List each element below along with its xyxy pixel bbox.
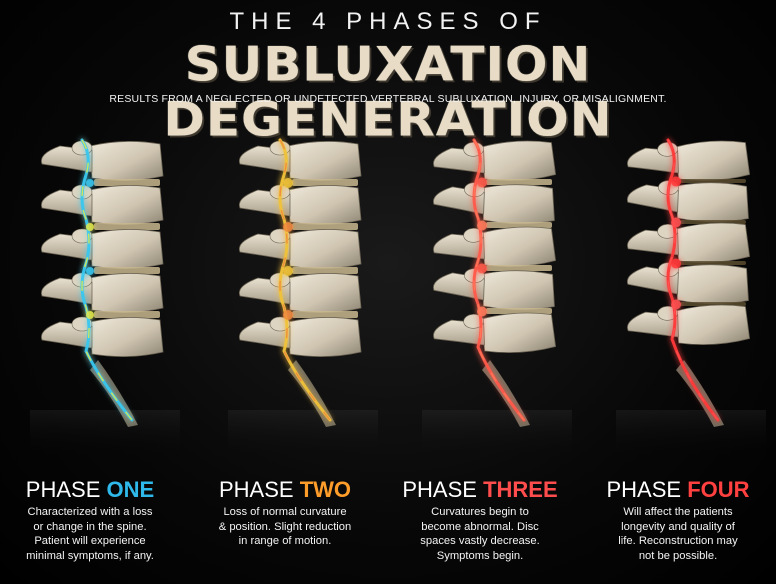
vertebra <box>239 316 362 357</box>
vertebra <box>239 140 362 181</box>
disc <box>94 311 160 318</box>
vertebra <box>433 182 555 225</box>
vertebra <box>41 228 164 269</box>
vertebra <box>433 226 556 267</box>
disc <box>292 223 358 230</box>
vertebra <box>627 304 750 345</box>
disc <box>292 179 358 186</box>
disc <box>680 261 746 265</box>
phase-two-desc-line: & position. Slight reduction <box>218 520 352 533</box>
phase-one-desc-line: Characterized with a loss <box>27 506 153 518</box>
phase-one-desc-line: Patient will experience <box>34 535 146 547</box>
phase-four-desc-line: life. Reconstruction may <box>618 535 738 547</box>
phase-two-description: Loss of normal curvature & position. Sli… <box>195 505 375 549</box>
spine-phase-two <box>228 138 378 460</box>
phase-one-heading: PHASE ONE <box>0 478 180 502</box>
phase-four-desc-line: not be possible. <box>638 549 718 562</box>
nerve-glow <box>472 138 526 422</box>
phase-two-heading: PHASE TWO <box>195 478 375 502</box>
phase-two-word: TWO <box>299 477 352 502</box>
subtitle: RESULTS FROM A NEGLECTED OR UNDETECTED V… <box>109 93 667 105</box>
disc <box>94 223 160 230</box>
vertebra <box>433 312 556 353</box>
vertebra <box>627 222 750 263</box>
phase-one-desc-line: or change in the spine. <box>33 520 147 533</box>
phase-one-description: Characterized with a loss or change in t… <box>0 505 180 563</box>
spine-phase-three <box>422 138 572 460</box>
spine-reflection <box>228 410 378 460</box>
phase-two: PHASE TWO Loss of normal curvature & pos… <box>195 478 375 549</box>
phase-three-label: PHASE <box>402 477 477 502</box>
nerve-glow <box>666 138 720 422</box>
vertebra <box>41 316 164 357</box>
phase-two-label: PHASE <box>218 477 294 502</box>
phase-four: PHASE FOUR Will affect the patients long… <box>588 478 768 563</box>
disc <box>94 267 160 274</box>
vertebra <box>627 262 749 305</box>
phase-four-description: Will affect the patients longevity and q… <box>588 505 768 563</box>
phase-four-heading: PHASE FOUR <box>588 478 768 502</box>
vertebra <box>239 272 362 313</box>
phase-three-desc-line: become abnormal. Disc <box>421 520 539 533</box>
phase-four-desc-line: Will affect the patients <box>623 506 733 518</box>
spine-reflection <box>616 410 766 460</box>
phase-one-label: PHASE <box>25 477 101 502</box>
spine-phase-one <box>30 138 180 460</box>
phase-three-word: THREE <box>483 477 558 502</box>
disc <box>680 179 746 183</box>
phase-four-desc-line: longevity and quality of <box>621 520 735 533</box>
spine-phase-four <box>616 138 766 460</box>
phase-one: PHASE ONE Characterized with a loss or c… <box>0 478 180 563</box>
vertebra <box>41 184 164 225</box>
disc <box>486 265 552 271</box>
phase-four-word: FOUR <box>687 477 750 502</box>
disc <box>486 308 552 314</box>
phase-four-label: PHASE <box>606 477 682 502</box>
disc <box>486 222 552 228</box>
vertebra <box>41 272 164 313</box>
vertebra <box>433 268 555 311</box>
phase-three: PHASE THREE Curvatures begin to become a… <box>390 478 570 563</box>
vertebra <box>239 184 362 225</box>
disc <box>486 179 552 185</box>
nerve-glow <box>278 138 332 422</box>
phase-one-word: ONE <box>106 477 155 502</box>
phase-two-desc-line: in range of motion. <box>238 535 332 547</box>
vertebra <box>627 180 749 223</box>
phase-three-description: Curvatures begin to become abnormal. Dis… <box>390 505 570 563</box>
nerve-glow <box>80 138 134 422</box>
disc <box>94 179 160 186</box>
spine-reflection <box>30 410 180 460</box>
phase-two-desc-line: Loss of normal curvature <box>223 506 347 518</box>
vertebra <box>239 228 362 269</box>
vertebra <box>41 140 164 181</box>
vertebra <box>627 140 750 181</box>
disc <box>292 267 358 274</box>
main-title: SUBLUXATION DEGENERATION <box>163 36 613 148</box>
phase-three-desc-line: Curvatures begin to <box>431 506 529 518</box>
spine-illustrations <box>30 138 766 460</box>
phase-three-desc-line: Symptoms begin. <box>436 549 524 562</box>
phase-three-heading: PHASE THREE <box>390 478 570 502</box>
disc <box>292 311 358 318</box>
pre-title: THE 4 PHASES OF <box>229 8 547 35</box>
phase-one-desc-line: minimal symptoms, if any. <box>26 549 154 562</box>
spine-reflection <box>422 410 572 460</box>
phase-three-desc-line: spaces vastly decrease. <box>420 535 540 547</box>
vertebra <box>433 140 556 181</box>
